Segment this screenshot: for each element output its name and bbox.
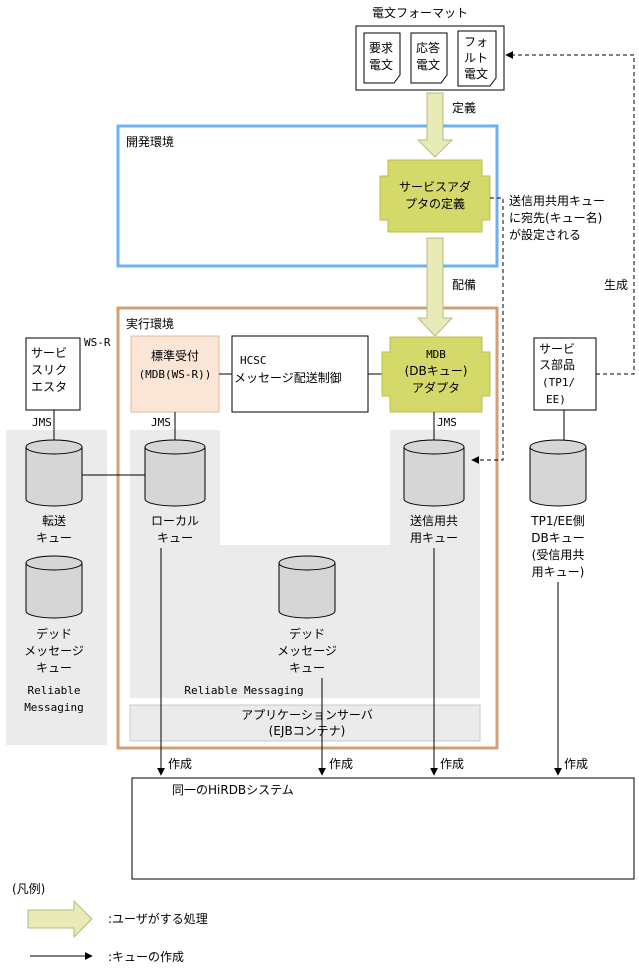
- transfer-line1: 転送: [42, 513, 66, 528]
- format-title: 電文フォーマット: [372, 5, 468, 20]
- service-part-box: [533, 337, 597, 411]
- dev-env-title: 開発環境: [126, 134, 174, 149]
- request-doc-line2: 電文: [369, 57, 393, 72]
- exec-rm-label: Reliable Messaging: [184, 684, 303, 697]
- note-dashed-arrow: [471, 197, 504, 464]
- part-line1: サービ: [539, 342, 575, 356]
- mdb-line2: (DBキュー): [405, 364, 468, 378]
- note-line1: 送信用共用キュー: [509, 193, 605, 208]
- define-label: 定義: [452, 100, 476, 115]
- requester-line1: サービ: [31, 346, 67, 360]
- create-label-1: 作成: [168, 757, 192, 771]
- create-label-2: 作成: [329, 757, 353, 771]
- ws-r-label: WS-R: [84, 336, 111, 349]
- local-line2: キュー: [157, 531, 193, 545]
- db-line1: TP1/EE側: [530, 514, 584, 528]
- exec-dead-line1: デッド: [289, 626, 325, 641]
- legend-queue-create: :キューの作成: [108, 950, 184, 964]
- exec-dead-line2: メッセージ: [277, 644, 337, 658]
- app-server-zone: [129, 704, 481, 742]
- wsr-rm-line1: Reliable: [28, 684, 81, 697]
- local-queue-cylinder: [144, 439, 206, 507]
- exec-env-box: [116, 306, 499, 750]
- wsr-dead-letter-cylinder: [25, 555, 83, 619]
- std-line1: 標準受付: [151, 348, 199, 363]
- std-line2: (MDB(WS-R)): [139, 368, 212, 381]
- app-line2: (EJBコンテナ): [269, 724, 346, 738]
- note-line3: が設定される: [509, 227, 581, 242]
- tp1-db-queue-cylinder: [529, 439, 587, 507]
- define-arrow: [416, 92, 454, 158]
- request-doc: 要求 電文: [363, 32, 401, 84]
- exec-env-title: 実行環境: [126, 316, 174, 331]
- transfer-queue-cylinder: [25, 439, 83, 507]
- generate-dashed-arrow: [505, 51, 635, 375]
- transfer-line2: キュー: [36, 531, 72, 545]
- note-line2: に宛先(キュー名): [509, 210, 602, 225]
- response-doc-line1: 応答: [416, 40, 440, 55]
- adapter-line2: プタの定義: [405, 196, 465, 211]
- fault-doc-line3: 電文: [464, 66, 488, 81]
- jms-requester-label: JMS: [32, 416, 52, 429]
- mdb-adapter-box: [381, 336, 491, 413]
- part-line3: (TP1/: [542, 376, 575, 389]
- exec-dead-line3: キュー: [289, 661, 325, 675]
- generate-label: 生成: [604, 278, 628, 292]
- response-doc: 応答 電文: [410, 32, 448, 84]
- send-line1: 送信用共: [410, 513, 458, 528]
- request-doc-line1: 要求: [369, 41, 393, 55]
- fault-doc-line2: ルト: [464, 51, 488, 65]
- db-line2: DBキュー: [531, 531, 584, 545]
- requester-line2: スリク: [31, 363, 67, 377]
- create-label-4: 作成: [564, 757, 588, 771]
- jms-left-label: JMS: [151, 416, 171, 429]
- deploy-label: 配備: [452, 277, 476, 292]
- send-line2: 用キュー: [410, 531, 458, 545]
- fault-doc-line1: フォ: [464, 35, 488, 49]
- wsr-dead-line3: キュー: [36, 661, 72, 675]
- hcsc-line2: メッセージ配送制御: [234, 370, 342, 385]
- db-line3: (受信用共: [532, 548, 585, 562]
- jms-right-label: JMS: [437, 416, 457, 429]
- create-label-3: 作成: [440, 757, 464, 771]
- hirdb-title: 同一のHiRDBシステム: [172, 783, 294, 797]
- part-line2: ス部品: [539, 357, 575, 372]
- deploy-arrow: [416, 237, 454, 337]
- dev-env-box: [116, 124, 499, 268]
- legend-user-arrow-icon: [27, 899, 93, 939]
- hcsc-box: [231, 335, 369, 413]
- hirdb-box: [131, 777, 635, 880]
- wsr-dead-line1: デッド: [36, 626, 72, 641]
- db-line4: 用キュー): [532, 565, 585, 579]
- legend-title: (凡例): [12, 882, 45, 896]
- local-line1: ローカル: [151, 514, 199, 528]
- hcsc-line1: HCSC: [240, 354, 267, 367]
- adapter-line1: サービスアダ: [399, 179, 471, 194]
- app-line1: アプリケーションサーバ: [241, 708, 373, 722]
- exec-dead-letter-cylinder: [278, 555, 336, 619]
- adapter-definition-box: [379, 159, 491, 233]
- part-line4: EE): [546, 393, 566, 406]
- legend-user-process: :ユーザがする処理: [108, 911, 208, 926]
- response-doc-line2: 電文: [416, 57, 440, 72]
- send-queue-cylinder: [403, 439, 465, 507]
- mdb-line3: アダプタ: [412, 380, 460, 395]
- wsr-dead-line2: メッセージ: [24, 644, 84, 658]
- service-requester-box: [25, 337, 81, 411]
- wsr-rm-line2: Messaging: [24, 701, 84, 714]
- requester-line3: エスタ: [31, 380, 67, 394]
- fault-doc: フォ ルト 電文: [457, 30, 497, 87]
- mdb-line1: MDB: [426, 348, 446, 361]
